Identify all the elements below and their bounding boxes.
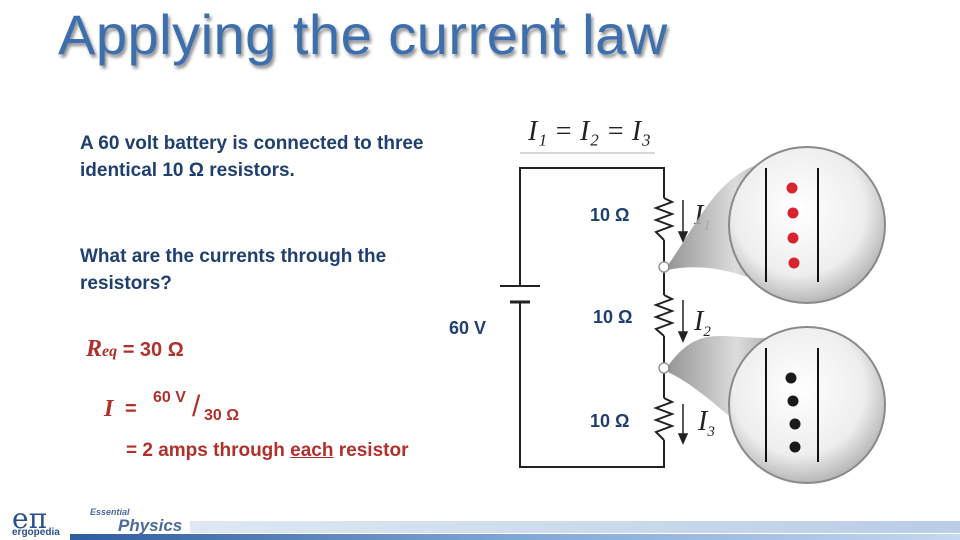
req-value: = 30 Ω: [122, 339, 184, 361]
req-symbol: R: [86, 336, 103, 362]
charge: [785, 372, 797, 384]
charge: [787, 395, 799, 407]
resistor-label-1: 10 Ω: [590, 205, 630, 225]
req-equation: Req = 30 Ω: [86, 336, 184, 363]
current-denominator: 30 Ω: [204, 407, 240, 424]
slide-title: Applying the current law: [58, 3, 668, 66]
junction-1: [658, 261, 670, 273]
series-large-label: Physics: [118, 516, 183, 535]
ergopedia-logo-icon: eπ: [12, 502, 47, 535]
charges-top: [786, 182, 800, 269]
charge: [786, 182, 798, 194]
junction-2: [658, 362, 670, 374]
magnified-wire-bottom: [765, 348, 819, 462]
result-prefix: = 2 amps through: [126, 440, 291, 461]
resistor-1: [653, 197, 675, 241]
circuit-equation: I₁ = I₂ = I₃: [527, 116, 651, 147]
current-fraction-slash: /: [192, 390, 201, 423]
problem-statement: A 60 volt battery is connected to three …: [80, 133, 424, 181]
req-subscript: eq: [102, 343, 118, 360]
result-statement: = 2 amps through each resistor: [126, 440, 408, 462]
battery-label: 60 V: [449, 318, 487, 338]
resistor-2: [653, 294, 675, 337]
current-label-2: I2: [693, 306, 711, 340]
ergopedia-logo-text: ergopedia: [12, 527, 60, 538]
series-small-label: Essential: [90, 507, 130, 517]
magnifier-top: [728, 146, 886, 304]
footer-stripe: [70, 534, 960, 540]
result-emphasis: each: [290, 440, 334, 461]
magnified-wire-top: [765, 168, 819, 282]
charge: [787, 207, 799, 219]
charge: [787, 232, 799, 244]
resistor-label-2: 10 Ω: [593, 307, 633, 327]
current-equals: =: [125, 398, 137, 420]
result-suffix: resistor: [333, 440, 409, 461]
battery-symbol: [500, 285, 540, 304]
charges-bottom: [785, 372, 801, 453]
charge: [789, 441, 801, 453]
current-arrows: [677, 200, 689, 445]
resistor-label-3: 10 Ω: [590, 411, 630, 431]
footer-band: [190, 521, 960, 533]
problem-question: What are the currents through the resist…: [80, 246, 387, 294]
current-numerator: 60 V: [153, 389, 186, 406]
charge: [788, 257, 800, 269]
current-symbol: I: [104, 396, 114, 422]
charge: [789, 418, 801, 430]
current-label-3: I3: [697, 406, 715, 440]
magnifier-bottom: [728, 326, 886, 484]
resistor-3: [653, 397, 675, 441]
